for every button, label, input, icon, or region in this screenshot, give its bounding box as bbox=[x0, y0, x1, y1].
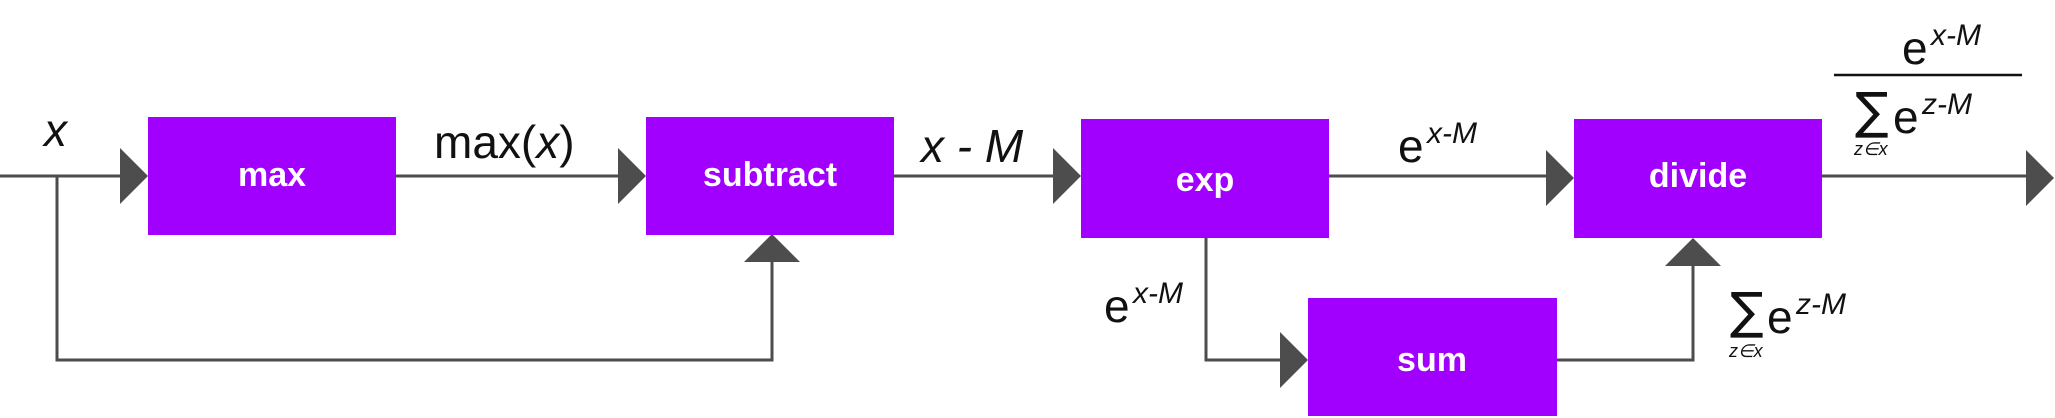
max-output-close: ) bbox=[559, 116, 574, 168]
arrow-into-exp bbox=[1053, 148, 1081, 204]
arrow-bypass-into-subtract bbox=[744, 234, 800, 262]
subtract-label: subtract bbox=[703, 156, 837, 194]
max-label: max bbox=[238, 156, 306, 194]
softmax-output-fraction: e x-M ∑ z∈x e z-M bbox=[1834, 19, 2022, 159]
sum-sigma-symbol: ∑ bbox=[1730, 282, 1764, 340]
arrow-into-sum bbox=[1280, 332, 1308, 388]
arrow-into-subtract bbox=[618, 148, 646, 204]
block-sum: sum bbox=[1308, 298, 1557, 416]
exp-branch-label: e x-M bbox=[1104, 277, 1183, 332]
exp-label: exp bbox=[1176, 161, 1235, 199]
divide-label: divide bbox=[1649, 157, 1747, 195]
subtract-box bbox=[646, 117, 894, 235]
input-x-label: x bbox=[42, 104, 69, 156]
exp-output-base: e bbox=[1398, 120, 1424, 172]
arrowheads bbox=[120, 148, 2054, 388]
exp-branch-exponent: x-M bbox=[1131, 277, 1183, 310]
denominator-base: e bbox=[1893, 91, 1919, 143]
block-exp: exp bbox=[1081, 119, 1329, 238]
subtract-output-rest: - M bbox=[944, 120, 1024, 172]
arrow-into-max bbox=[120, 148, 148, 204]
connectors bbox=[0, 174, 2030, 362]
sum-to-divide-line bbox=[1557, 262, 1695, 362]
block-max: max bbox=[148, 117, 396, 235]
arrow-output bbox=[2026, 150, 2054, 206]
max-output-fn: max( bbox=[434, 116, 537, 168]
sum-index-label: z∈x bbox=[1728, 341, 1764, 361]
sum-output-exponent: z-M bbox=[1795, 288, 1846, 321]
arrow-sum-into-divide bbox=[1665, 238, 1721, 266]
sum-output-base: e bbox=[1767, 291, 1793, 343]
denominator-sigma-symbol: ∑ bbox=[1855, 82, 1889, 140]
bypass-line bbox=[55, 176, 774, 362]
exp-output-label: e x-M bbox=[1398, 117, 1477, 172]
divide-box bbox=[1574, 119, 1822, 238]
sum-label: sum bbox=[1397, 341, 1467, 379]
block-divide: divide bbox=[1574, 119, 1822, 238]
subtract-output-var: x bbox=[919, 120, 946, 172]
exp-to-sum-line bbox=[1204, 238, 1284, 362]
numerator-exponent: x-M bbox=[1929, 19, 1981, 52]
block-subtract: subtract bbox=[646, 117, 894, 235]
sum-output-label: ∑ z∈x e z-M bbox=[1728, 282, 1846, 361]
exp-output-exponent: x-M bbox=[1425, 117, 1477, 150]
sum-box bbox=[1308, 298, 1557, 416]
exp-box bbox=[1081, 119, 1329, 238]
max-output-var: x bbox=[534, 116, 561, 168]
arrow-exp-into-divide bbox=[1546, 150, 1574, 206]
exp-branch-base: e bbox=[1104, 280, 1130, 332]
max-output-label: max(x) bbox=[434, 116, 575, 168]
max-box bbox=[148, 117, 396, 235]
subtract-output-label: x - M bbox=[919, 120, 1024, 172]
denominator-exponent: z-M bbox=[1921, 88, 1972, 121]
denominator-index-label: z∈x bbox=[1853, 139, 1889, 159]
numerator-base: e bbox=[1902, 22, 1928, 74]
